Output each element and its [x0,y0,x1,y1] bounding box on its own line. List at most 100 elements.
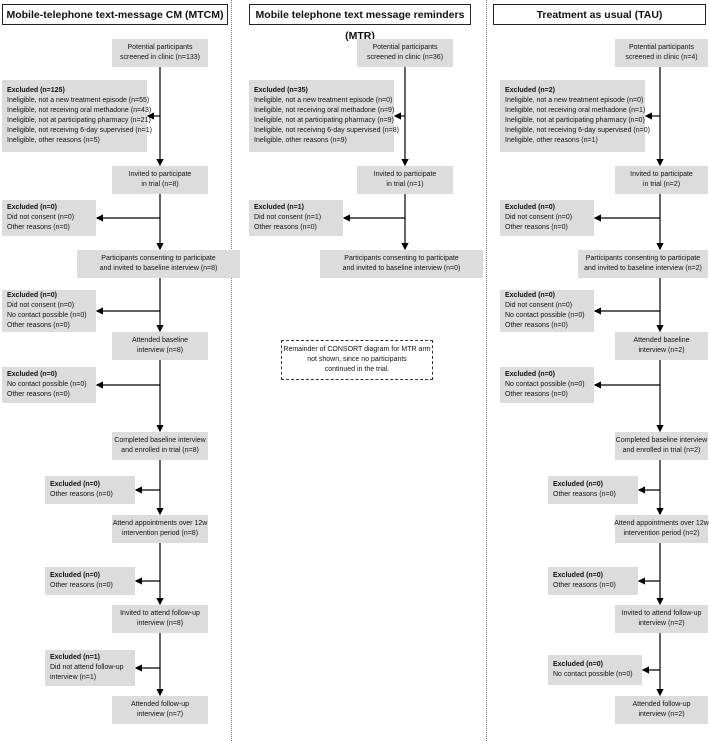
exclusion-heading: Excluded (n=35) [254,87,308,94]
box-text-line: Did not consent (n=0) [505,214,573,221]
box-text-line: Ineligible, not a new treatment episode … [505,97,644,104]
exclusion-heading: Excluded (n=0) [7,292,57,299]
tau-baseline-box: Attended baseline interview (n=2) [615,332,708,360]
box-text-line: Did not attend follow-up [50,664,124,671]
box-text-line: and invited to baseline interview (n=0) [342,265,461,272]
box-text-line: and enrolled in trial (n=8) [121,447,199,454]
box-text-line: Participants consenting to participate [344,255,459,262]
exclusion-heading: Excluded (n=0) [553,661,603,668]
box-text-line: No contact possible (n=0) [7,312,87,319]
box-text-line: interview (n=2) [638,711,685,718]
box-text-line: interview (n=2) [638,620,685,627]
box-text-line: intervention period (n=8) [121,530,199,537]
box-text-line: Attended baseline [633,337,690,344]
box-text-line: in trial (n=2) [642,181,681,188]
box-text-line: Invited to participate [373,171,437,178]
box-text-line: Ineligible, other reasons (n=5) [7,137,100,144]
box-text-line: Ineligible, not receiving 6-day supervis… [7,127,152,134]
note-text-line: not shown, since no participants [307,356,407,363]
exclusion-heading: Excluded (n=0) [553,572,603,579]
box-text-line: screened in clinic (n=133) [120,54,200,61]
box-text-line: Attend appointments over 12w [112,520,208,527]
tau-exclusion-box-7: Excluded (n=0)No contact possible (n=0) [548,655,642,685]
box-text-line: Did not consent (n=0) [505,302,573,309]
box-text-line: Attended follow-up [632,701,691,708]
mtcm-appts-box: Attend appointments over 12w intervention… [112,515,208,543]
mtcm-exclusion-box-5: Excluded (n=0) Other reasons (n=0) [45,476,135,504]
box-text-line: Completed baseline interview [114,437,206,444]
box-text-line: interview (n=2) [638,347,685,354]
box-text-line: Ineligible, other reasons (n=1) [505,137,598,144]
box-text-line: Potential participants [127,44,193,51]
note-text-line: continued in the trial. [324,366,390,373]
mtcm-exclusion-box-1: Excluded (n=125) Ineligible, not a new tr… [2,80,152,152]
box-text-line: No contact possible (n=0) [505,381,585,388]
exclusion-heading: Excluded (n=0) [50,572,100,579]
exclusion-heading: Excluded (n=125) [7,87,65,94]
box-text-line: Other reasons (n=0) [505,322,568,329]
box-text-line: Other reasons (n=0) [50,491,113,498]
box-text-line: Completed baseline interview [615,437,708,444]
box-text-line: screened in clinic (n=36) [366,54,444,61]
box-text-line: interview (n=8) [136,347,184,354]
tau-followup-box: Attended follow-up interview (n=2) [615,696,708,724]
box-text-line: Other reasons (n=0) [254,224,317,231]
box-text-line: Invited to attend follow-up [621,610,702,617]
box-text-line: Potential participants [372,44,438,51]
box-text-line: Invited to participate [630,171,693,178]
exclusion-heading: Excluded (n=0) [505,292,555,299]
box-text-line: Ineligible, other reasons (n=9) [254,137,347,144]
mtcm-exclusion-box-4: Excluded (n=0)No contact possible (n=0)O… [2,367,96,403]
box-text-line: Did not consent (n=0) [7,214,75,221]
tau-exclusion-box-3: Excluded (n=0) Did not consent (n=0) No co… [500,290,594,332]
box-text-line: and invited to baseline interview (n=2) [584,265,702,272]
box-text-line: Ineligible, not receiving oral methadone… [7,107,152,114]
box-text-line: Ineligible, not at participating pharmac… [505,117,645,124]
mtr-exclusion-box-2: Excluded (n=1)Did not consent (n=1)Other… [249,200,343,236]
box-text-line: Ineligible, not at participating pharmac… [254,117,394,124]
mtcm-enrolled-box: Completed baseline interview and enrolled… [112,432,208,460]
box-text-line: intervention period (n=2) [623,530,700,537]
box-text-line: Did not consent (n=1) [254,214,322,221]
mtr-exclusion-box-1: Excluded (n=35) Ineligible, not a new tre… [249,80,399,152]
box-text-line: No contact possible (n=0) [505,312,585,319]
box-text-line: Invited to participate [128,171,192,178]
tau-exclusion-box-6: Excluded (n=0) Other reasons (n=0) [548,567,638,595]
mtr-consent-box: Participants consenting to participate an… [320,250,483,278]
box-text-line: Other reasons (n=0) [7,224,70,231]
exclusion-heading: Excluded (n=2) [505,87,555,94]
column-title-mtr: Mobile telephone text message reminders … [249,4,471,42]
box-text-line: interview (n=1) [50,674,97,681]
box-text-line: Participants consenting to participate [101,255,216,262]
exclusion-heading: Excluded (n=1) [50,654,100,661]
mtcm-exclusion-box-2: Excluded (n=0)Did not consent (n=0)Other… [2,200,96,236]
box-text-line: Ineligible, not a new treatment episode … [254,97,393,104]
exclusion-heading: Excluded (n=0) [50,481,100,488]
tau-exclusion-box-1: Excluded (n=2) Ineligible, not a new trea… [500,80,650,152]
mtcm-exclusion-box-3: Excluded (n=0)Did not consent (n=0)No co… [2,290,96,332]
box-text-line: Other reasons (n=0) [553,582,616,589]
mtcm-exclusion-box-7: Excluded (n=1) Did not attend follow-up in… [45,650,135,686]
box-text-line: Ineligible, not a new treatment episode … [7,97,150,104]
box-text-line: Ineligible, not receiving oral methadone… [505,107,646,114]
box-text-line: Other reasons (n=0) [7,322,70,329]
box-text-line: Potential participants [629,44,694,51]
box-text-line: Other reasons (n=0) [505,391,568,398]
tau-appts-box: Attend appointments over 12w intervention… [614,515,709,543]
box-text-line: Other reasons (n=0) [50,582,113,589]
box-text-line: Other reasons (n=0) [7,391,70,398]
box-text-line: Ineligible, not receiving oral methadone… [254,107,395,114]
box-text-line: Attend appointments over 12w [614,520,709,527]
tau-exclusion-box-4: Excluded (n=0)No contact possible (n=0)O… [500,367,594,403]
box-text-line: Attended baseline [131,337,189,344]
column-title-tau: Treatment as usual (TAU) [493,4,706,25]
